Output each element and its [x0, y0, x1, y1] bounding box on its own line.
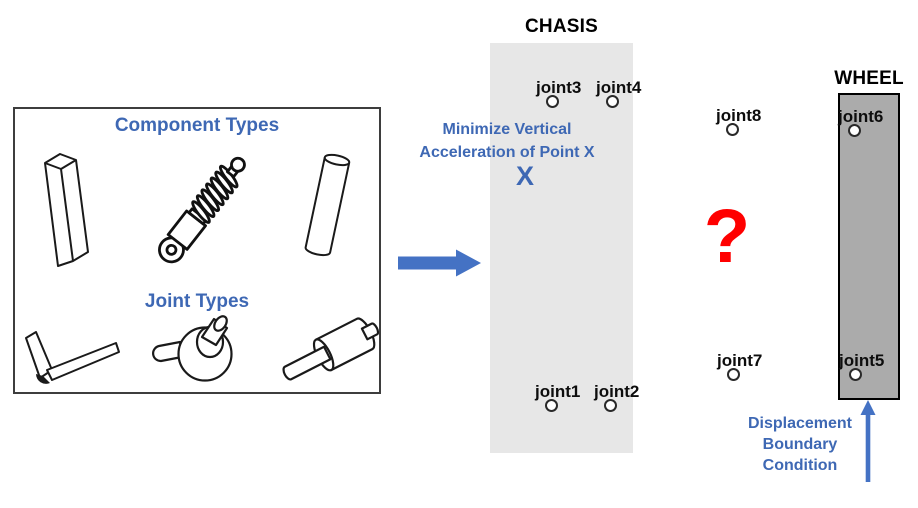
joint-marker-joint7: joint7: [717, 351, 763, 381]
joint8-label: joint8: [716, 106, 762, 125]
joint-marker-joint2: joint2: [594, 382, 640, 412]
joint7-dot: [727, 368, 740, 381]
objective-line-2: Acceleration of Point X: [419, 144, 595, 161]
unknown-linkage-question-mark: ?: [703, 194, 751, 279]
joint5-dot: [849, 368, 862, 381]
joint3-label: joint3: [536, 78, 582, 97]
point-x-label: X: [515, 161, 534, 191]
component-library-box: Component Types: [13, 107, 381, 394]
joint6-dot: [848, 124, 861, 137]
joint-marker-joint3: joint3: [536, 78, 582, 108]
joint-types-label: Joint Types: [144, 291, 250, 312]
flow-right-arrow-icon: [398, 249, 481, 277]
cylindrical-joint-icon: [282, 317, 380, 381]
boundary-line-3: Condition: [762, 457, 838, 474]
wheel-title: WHEEL: [834, 68, 904, 89]
objective-annotation: Minimize Vertical Acceleration of Point …: [407, 118, 607, 164]
shock-absorber-component-icon: [158, 156, 246, 264]
joint-marker-joint6: joint6: [838, 107, 884, 137]
displacement-up-arrow-icon: [860, 400, 876, 482]
joint-marker-joint4: joint4: [596, 78, 642, 108]
boundary-line-2: Boundary: [762, 436, 838, 453]
objective-line-1: Minimize Vertical: [442, 121, 572, 138]
joint1-dot: [545, 399, 558, 412]
joint2-dot: [604, 399, 617, 412]
displacement-boundary-annotation: Displacement Boundary Condition: [729, 413, 871, 476]
joint-marker-joint5: joint5: [839, 351, 885, 381]
boundary-line-1: Displacement: [747, 415, 853, 432]
component-types-label: Component Types: [114, 115, 280, 136]
joint3-dot: [546, 95, 559, 108]
wheel-body: [838, 93, 900, 400]
joint4-dot: [606, 95, 619, 108]
beam-component-icon: [44, 153, 89, 267]
joint2-label: joint2: [594, 382, 640, 401]
ball-joint-icon: [152, 315, 233, 382]
joint6-label: joint6: [838, 107, 884, 126]
joint4-label: joint4: [596, 78, 642, 97]
joint-marker-joint1: joint1: [535, 382, 581, 412]
joint1-label: joint1: [535, 382, 581, 401]
elbow-joint-icon: [25, 331, 120, 384]
joint8-dot: [726, 123, 739, 136]
cylinder-component-icon: [304, 153, 351, 257]
chasis-title: CHASIS: [525, 16, 598, 37]
joint7-label: joint7: [717, 351, 763, 370]
joint5-label: joint5: [839, 351, 885, 370]
chasis-body: [490, 43, 633, 453]
joint-marker-joint8: joint8: [716, 106, 762, 136]
